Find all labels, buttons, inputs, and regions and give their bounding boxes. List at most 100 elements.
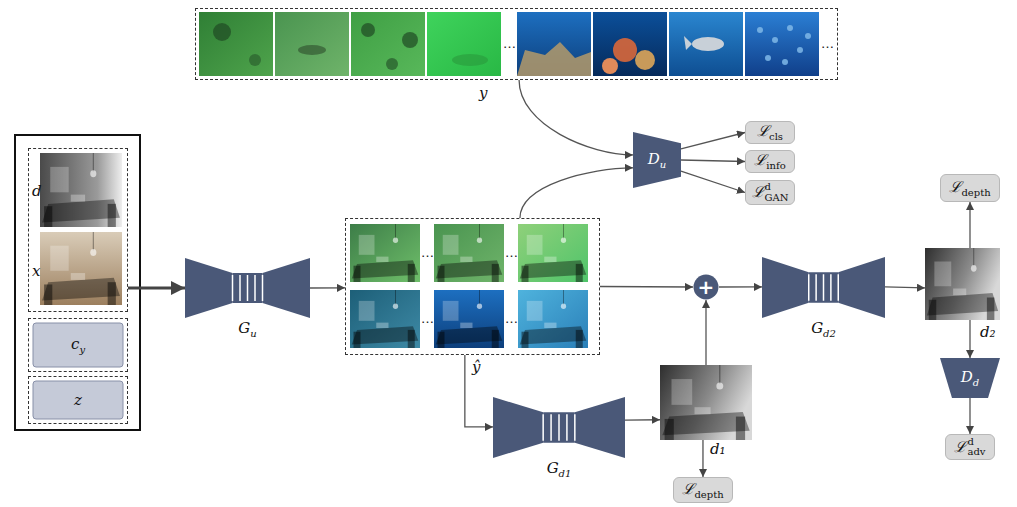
decoder <box>838 257 885 318</box>
input-images: dx <box>28 148 128 312</box>
layer-line <box>232 275 234 301</box>
label-text: ℒ <box>754 151 766 169</box>
connector <box>519 80 633 155</box>
connector <box>520 168 633 218</box>
label-text: ℒ <box>682 480 694 498</box>
text-holder: Gu <box>165 320 330 339</box>
discriminator: Du <box>633 132 681 188</box>
text-group: Gd1 <box>547 460 572 479</box>
layer-line <box>808 274 810 301</box>
text-group: y <box>479 85 487 101</box>
generated-images <box>350 224 588 348</box>
label-text: ℒ <box>752 183 764 201</box>
loss-box: ℒdepth <box>673 477 733 503</box>
ellipsis-label: … <box>503 37 516 50</box>
trapezoid <box>633 132 681 188</box>
loss-box: ℒcls <box>745 121 795 144</box>
label-text: G <box>547 459 559 477</box>
label-text: x <box>32 262 40 280</box>
label-text: d1 <box>559 468 572 479</box>
generator: Gu <box>185 258 310 318</box>
label-text: u <box>250 328 256 339</box>
connector <box>681 160 745 162</box>
text-group: ℒdepth <box>949 179 990 198</box>
text-holder: Gd1 <box>473 460 645 479</box>
connector <box>681 133 745 149</box>
text-holder: d <box>32 183 42 199</box>
layer-line <box>262 275 264 301</box>
text-holder: d₁ <box>710 441 726 457</box>
connector <box>719 286 762 287</box>
label-text: G <box>238 319 250 337</box>
label-text: G <box>811 319 823 337</box>
layer-line <box>815 274 817 301</box>
ellipsis-label: … <box>821 37 834 50</box>
text-holder: ℒcls <box>746 122 794 143</box>
depth-maps <box>660 248 1000 440</box>
label-text: d₂ <box>980 323 996 341</box>
connector <box>969 202 970 248</box>
trapezoid <box>940 358 1000 398</box>
layer-line <box>542 414 544 441</box>
layer-line <box>566 414 568 441</box>
loss-box: ℒinfo <box>745 150 795 173</box>
label-text: d <box>967 437 985 448</box>
text-holder: ℒdepth <box>674 478 732 502</box>
generator: Gd1 <box>493 397 625 458</box>
loss-box: ℒdadv <box>945 434 995 460</box>
input-vector: cy <box>28 318 128 372</box>
label-text: + <box>698 275 715 299</box>
layer-line <box>823 274 825 301</box>
connector <box>705 300 706 365</box>
text-holder: y <box>479 85 487 101</box>
text-group: ℒdadv <box>954 437 985 458</box>
layer-line <box>550 414 552 441</box>
connector <box>128 287 185 290</box>
label-text: d <box>973 377 979 388</box>
gen-shape <box>185 258 310 318</box>
text-holder: + <box>693 274 719 300</box>
sum-node: + <box>693 274 719 300</box>
text-holder: z <box>29 377 127 423</box>
label-text: depth <box>961 187 990 198</box>
label-text: d <box>765 182 789 193</box>
bottleneck <box>233 273 263 303</box>
ellipsis-label: … <box>505 312 518 325</box>
text-group: Du <box>648 151 666 170</box>
connector <box>885 286 925 288</box>
text-group: Gd2 <box>811 320 836 339</box>
gen-shape <box>493 397 625 458</box>
encoder <box>762 257 809 318</box>
loss-box: ℒdepth <box>940 174 1000 202</box>
label-text: y <box>479 84 487 102</box>
discriminator: Dd <box>940 358 1000 398</box>
text-holder: x <box>32 263 40 279</box>
connector <box>310 287 345 288</box>
text-group: cy <box>71 336 85 355</box>
text-holder: ℒinfo <box>746 151 794 172</box>
label-text: info <box>766 160 785 171</box>
encoder <box>493 397 543 458</box>
text-group: ŷ <box>472 359 480 375</box>
label-text: c <box>71 335 79 353</box>
image-set: y <box>195 8 838 80</box>
depth-map: d₂ <box>925 248 1000 320</box>
layer-line <box>239 275 241 301</box>
label-text: ℒ <box>954 438 966 456</box>
text-group: ℒdepth <box>682 481 723 500</box>
layer-line <box>838 274 840 301</box>
label-text: depth <box>694 489 723 500</box>
label-text: ℒ <box>757 122 769 140</box>
ellipsis-label: … <box>421 312 434 325</box>
layer-line <box>254 275 256 301</box>
label-text: d2 <box>823 328 836 339</box>
bottleneck <box>809 272 839 303</box>
text-holder: Gd2 <box>742 320 905 339</box>
connector <box>600 286 693 288</box>
text-holder: ℒdadv <box>946 435 994 459</box>
input-panel <box>15 135 140 430</box>
label-text: d <box>32 182 42 200</box>
connector <box>702 440 703 477</box>
bottleneck <box>543 412 575 443</box>
text-holder: cy <box>29 319 127 371</box>
